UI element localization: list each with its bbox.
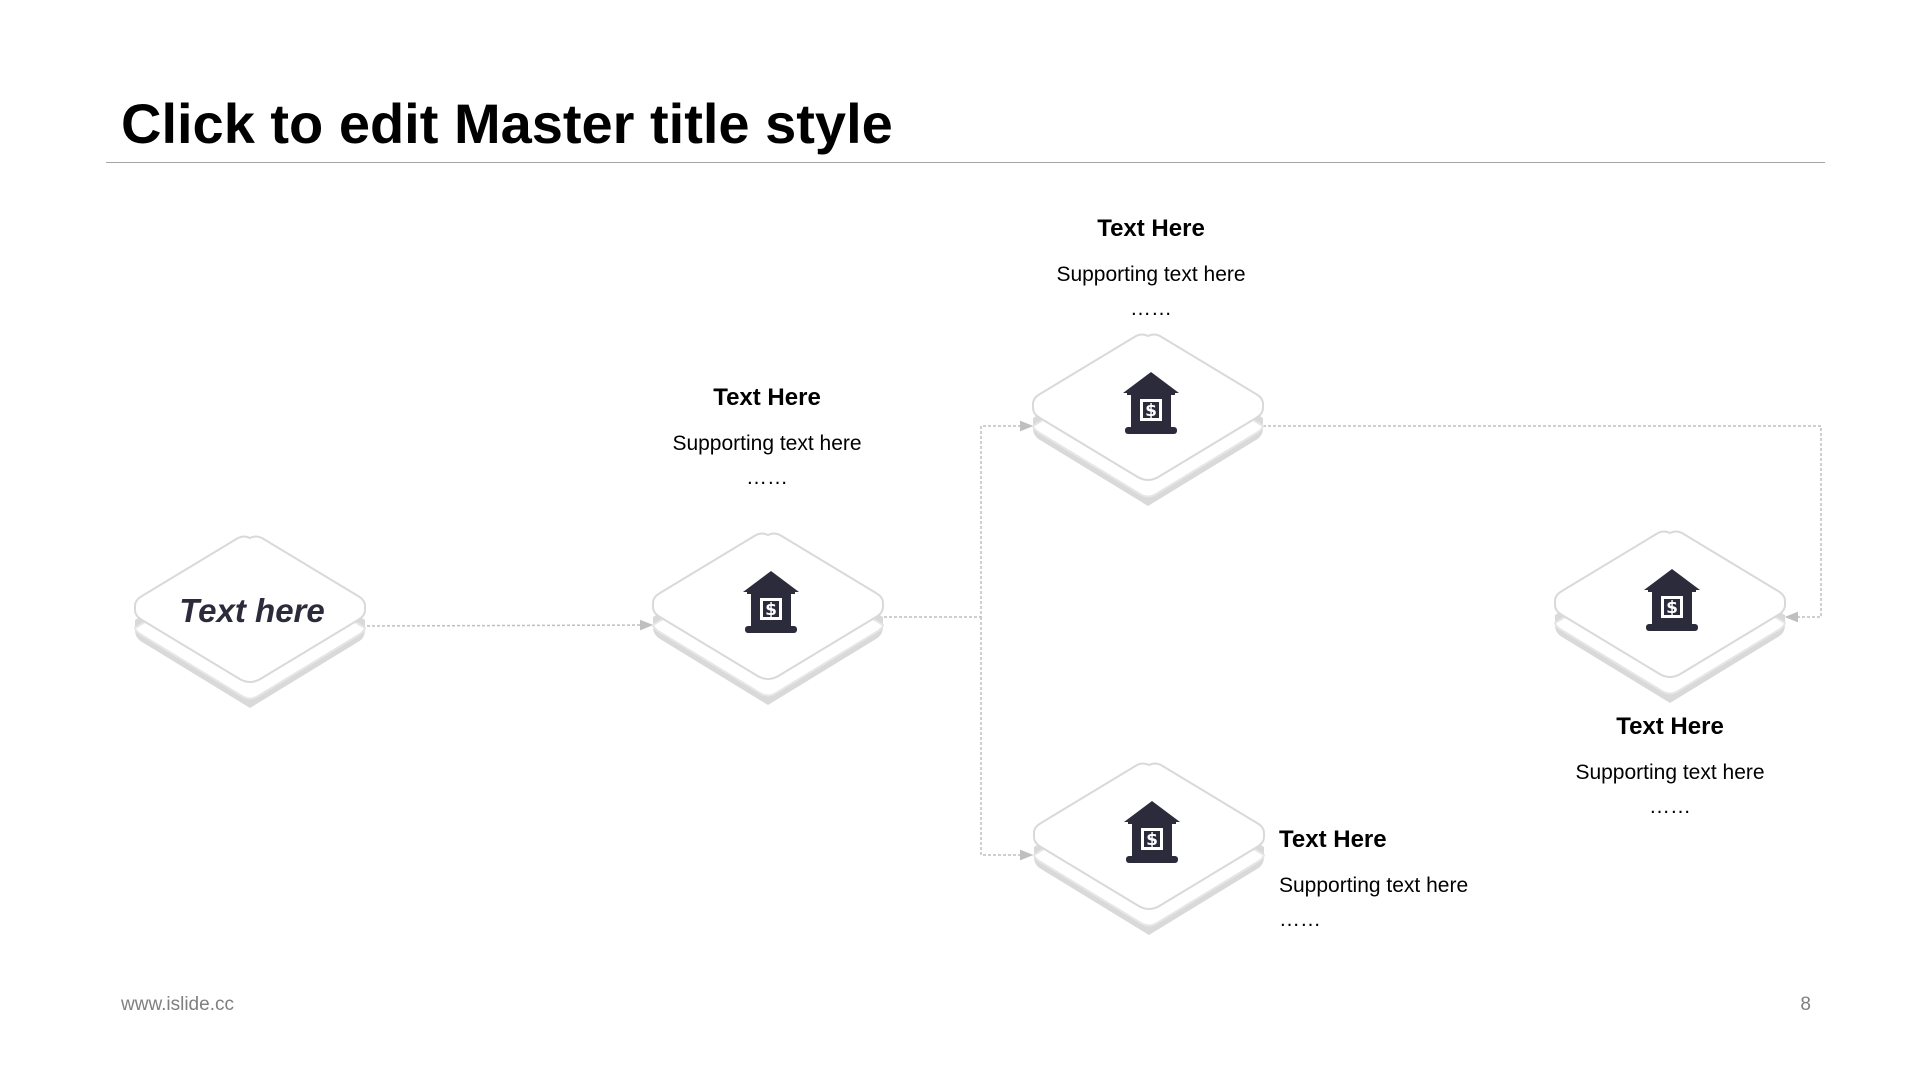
node-1-label: Text Here Supporting text here …… bbox=[607, 383, 927, 489]
node-4-label: Text Here Supporting text here …… bbox=[1510, 712, 1830, 818]
connector-node2-to-node4 bbox=[1263, 425, 1822, 623]
node-3-label: Text Here Supporting text here …… bbox=[1279, 825, 1599, 931]
node-title[interactable]: Text Here bbox=[713, 384, 821, 411]
node-title[interactable]: Text Here bbox=[1097, 215, 1205, 242]
node-ellipsis: …… bbox=[1279, 908, 1321, 931]
node-subtitle[interactable]: Supporting text here bbox=[1575, 761, 1765, 784]
node-tile-3[interactable] bbox=[1033, 762, 1265, 936]
node-tile-4[interactable] bbox=[1554, 530, 1786, 704]
node-ellipsis: …… bbox=[1130, 297, 1172, 320]
connector-node1-branch bbox=[884, 420, 1034, 861]
slide-title[interactable]: Click to edit Master title style bbox=[121, 92, 893, 155]
start-tile[interactable]: Text here bbox=[134, 535, 366, 709]
node-tile-1[interactable] bbox=[652, 532, 884, 706]
title-divider bbox=[106, 162, 1825, 163]
node-subtitle[interactable]: Supporting text here bbox=[672, 432, 862, 455]
node-subtitle[interactable]: Supporting text here bbox=[1056, 263, 1246, 286]
node-ellipsis: …… bbox=[746, 466, 788, 489]
page-number: 8 bbox=[1800, 994, 1811, 1015]
node-2-label: Text Here Supporting text here …… bbox=[991, 214, 1311, 320]
footer-url[interactable]: www.islide.cc bbox=[121, 994, 234, 1015]
start-tile-label: Text here bbox=[179, 592, 325, 629]
node-title[interactable]: Text Here bbox=[1279, 826, 1387, 853]
connector-start-to-node1 bbox=[366, 619, 654, 631]
node-subtitle[interactable]: Supporting text here bbox=[1279, 874, 1469, 897]
node-ellipsis: …… bbox=[1649, 795, 1691, 818]
node-title[interactable]: Text Here bbox=[1616, 713, 1724, 740]
node-tile-2[interactable] bbox=[1032, 333, 1264, 507]
